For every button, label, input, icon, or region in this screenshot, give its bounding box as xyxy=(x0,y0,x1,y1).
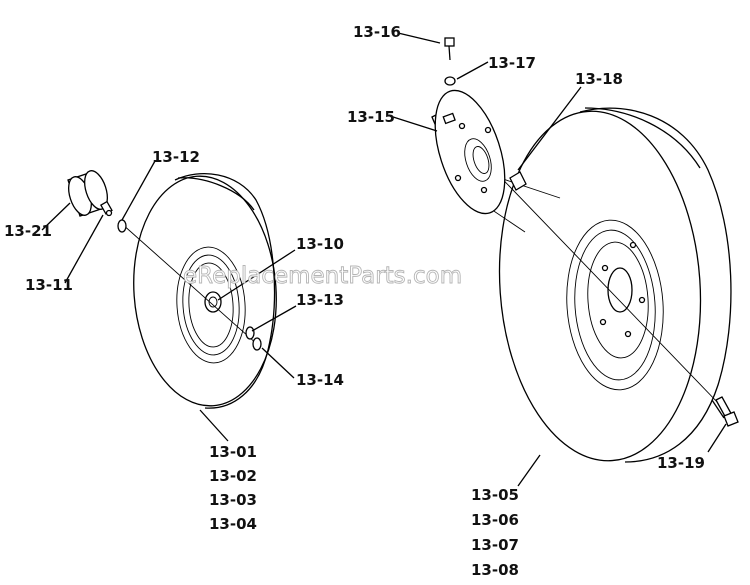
callout-13-13: 13-13 xyxy=(296,291,344,309)
assembly-number: 13-08 xyxy=(471,561,519,579)
right-rim-outer xyxy=(566,219,664,391)
assembly-number: 13-05 xyxy=(471,486,519,504)
callout-13-11: 13-11 xyxy=(25,276,73,294)
part-13-14-washer xyxy=(252,337,262,351)
left-assembly-numbers: 13-01 13-02 13-03 13-04 xyxy=(209,443,257,533)
right-rim-inner xyxy=(574,229,656,381)
part-13-19-bolt xyxy=(711,396,739,427)
callout-13-21: 13-21 xyxy=(4,222,52,240)
part-13-15-hub-flange xyxy=(431,89,506,215)
watermark: eReplacementParts.com xyxy=(183,263,462,289)
left-hub xyxy=(204,291,222,313)
assembly-number: 13-06 xyxy=(471,511,519,529)
part-13-13-washer xyxy=(245,326,255,340)
left-rim-outer xyxy=(176,246,246,364)
callout-13-19: 13-19 xyxy=(657,454,705,472)
callout-13-15: 13-15 xyxy=(347,108,395,126)
callout-13-10: 13-10 xyxy=(296,235,344,253)
left-callout-labels: 13-21 13-11 13-12 13-10 13-13 13-14 xyxy=(4,148,344,389)
right-tire-tread xyxy=(579,107,732,463)
part-13-11-fitting xyxy=(100,200,113,217)
callout-13-18: 13-18 xyxy=(575,70,623,88)
assembly-number: 13-04 xyxy=(209,515,257,533)
part-13-17-washer xyxy=(444,76,456,86)
callout-13-16: 13-16 xyxy=(353,23,401,41)
right-callout-labels: 13-16 13-17 13-15 13-18 13-19 xyxy=(347,23,705,472)
assembly-number: 13-02 xyxy=(209,467,257,485)
part-13-12-washer xyxy=(117,219,127,233)
part-13-18-key xyxy=(509,171,527,191)
right-hub xyxy=(607,267,633,313)
left-tire-front xyxy=(133,175,277,407)
callout-13-17: 13-17 xyxy=(488,54,536,72)
left-wheel xyxy=(41,160,297,442)
part-13-16-bolt xyxy=(444,37,455,61)
callout-13-14: 13-14 xyxy=(296,371,344,389)
right-tire-front xyxy=(498,110,702,462)
callout-13-12: 13-12 xyxy=(152,148,200,166)
right-assembly-numbers: 13-05 13-06 13-07 13-08 xyxy=(471,486,519,579)
left-rim-inner xyxy=(182,254,240,356)
right-wheel xyxy=(389,32,739,487)
left-tire-tread xyxy=(174,173,276,409)
assembly-number: 13-03 xyxy=(209,491,257,509)
assembly-number: 13-07 xyxy=(471,536,519,554)
assembly-number: 13-01 xyxy=(209,443,257,461)
